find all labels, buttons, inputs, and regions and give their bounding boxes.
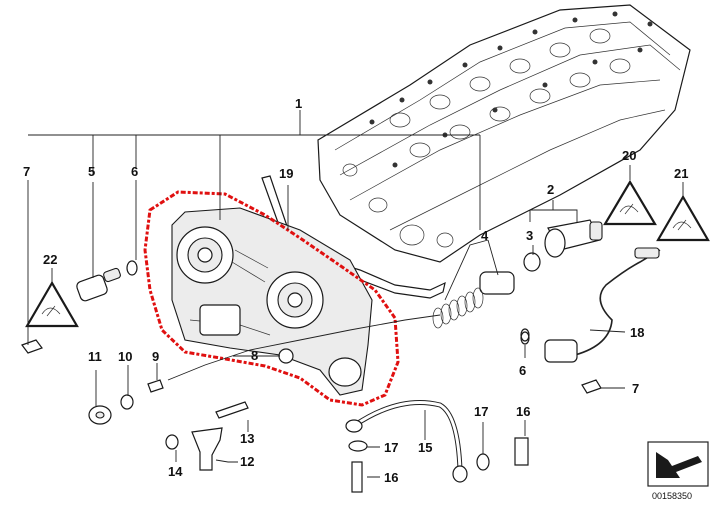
vanos-unit-illustration [171, 207, 373, 396]
callout-12: 12 [240, 454, 254, 469]
warning-triangle-icon [656, 194, 710, 242]
callout-6: 6 [131, 164, 138, 179]
callout-6: 6 [519, 363, 526, 378]
callout-14: 14 [168, 464, 183, 479]
callout-13: 13 [240, 431, 254, 446]
oil-line-15-illustration [345, 400, 468, 483]
callout-11: 11 [88, 349, 102, 364]
callout-22: 22 [43, 252, 57, 267]
callout-8: 8 [251, 348, 258, 363]
solenoid-parts-illustration [432, 219, 603, 329]
callout-5: 5 [88, 164, 95, 179]
callout-16: 16 [384, 470, 398, 485]
callout-4: 4 [481, 228, 489, 243]
warning-triangle-icon [603, 179, 657, 226]
reference-number: 00158350 [652, 491, 692, 501]
arrow-icon [656, 452, 702, 478]
callout-17: 17 [474, 404, 488, 419]
callout-2: 2 [547, 182, 554, 197]
highlight-outline [143, 190, 400, 407]
callout-1: 1 [295, 96, 302, 111]
callout-19: 19 [279, 166, 293, 181]
callout-9: 9 [152, 349, 159, 364]
leader-lines [27, 110, 684, 478]
callout-7: 7 [23, 164, 30, 179]
callout-17: 17 [384, 440, 398, 455]
callout-21: 21 [674, 166, 688, 181]
callout-10: 10 [118, 349, 132, 364]
cylinder-head-illustration [317, 4, 691, 263]
callout-18: 18 [630, 325, 644, 340]
callout-7: 7 [632, 381, 639, 396]
sensor-5-illustration [76, 260, 138, 302]
sensor-18-illustration [520, 247, 661, 363]
warning-triangle-icon [25, 280, 79, 328]
callout-20: 20 [622, 148, 636, 163]
reference-box: 00158350 [647, 441, 709, 501]
callout-labels: 1 2 3 4 5 6 6 7 7 8 9 10 11 12 13 14 15 … [23, 96, 688, 485]
callout-15: 15 [418, 440, 432, 455]
callout-16: 16 [516, 404, 530, 419]
callout-3: 3 [526, 228, 533, 243]
